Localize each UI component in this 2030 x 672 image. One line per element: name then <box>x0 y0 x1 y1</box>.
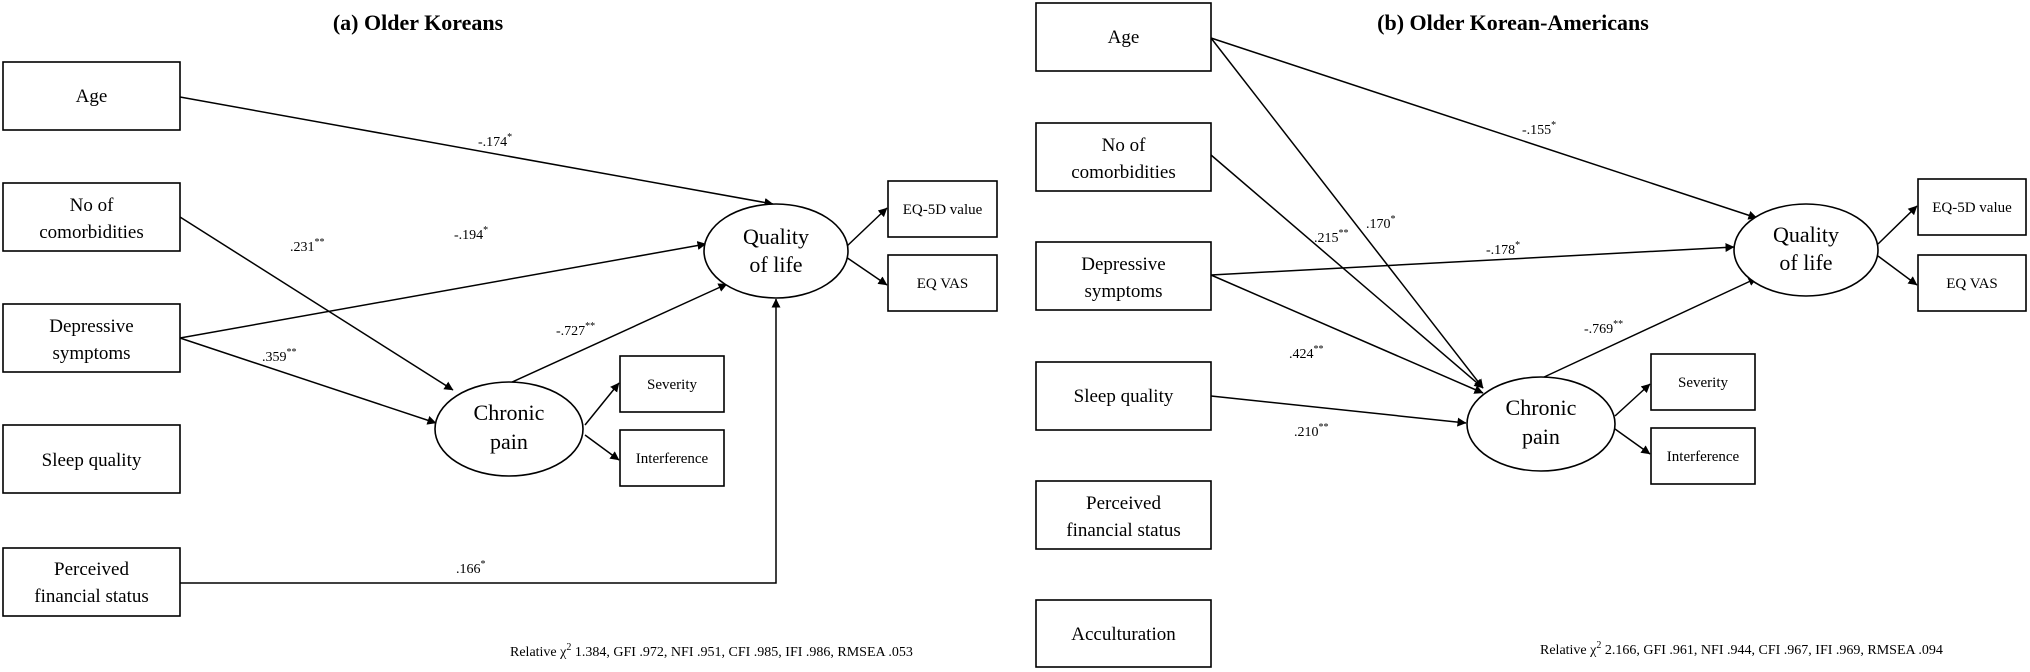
box-eq-vas: EQ VAS <box>1917 254 2027 312</box>
coef-pain-qol: -.769** <box>1584 319 1623 337</box>
path-qol-eqvas <box>845 256 888 286</box>
path-financial-qol <box>180 298 781 584</box>
svg-text:Chronic: Chronic <box>474 400 545 425</box>
coef-financial-qol: .166* <box>456 559 486 577</box>
svg-text:Chronic: Chronic <box>1506 395 1577 420</box>
svg-text:Age: Age <box>1108 27 1140 48</box>
path-age-qol <box>1210 37 1758 220</box>
svg-text:Acculturation: Acculturation <box>1071 624 1176 645</box>
svg-text:No of: No of <box>1102 135 1146 156</box>
coef-comorb-pain: .215** <box>1314 228 1349 246</box>
latent-quality-of-life: Quality of life <box>1733 203 1879 297</box>
svg-text:No of: No of <box>70 195 114 216</box>
svg-text:of life: of life <box>1779 250 1832 275</box>
path-depress-qol <box>179 241 707 339</box>
coef-comorb-pain: .231** <box>290 237 325 255</box>
panel-b: (b) Older Korean-Americans Age No of com… <box>1035 2 2027 668</box>
box-severity: Severity <box>619 355 725 413</box>
path-age-qol <box>179 96 774 207</box>
box-age: Age <box>2 61 181 131</box>
latent-chronic-pain: Chronic pain <box>434 381 584 477</box>
box-severity: Severity <box>1650 353 1756 411</box>
path-sleep-pain <box>1210 395 1467 427</box>
svg-text:Perceived: Perceived <box>1086 493 1161 514</box>
box-depressive-symptoms: Depressive symptoms <box>2 303 181 373</box>
coef-age-qol: -.174* <box>478 132 512 150</box>
svg-text:EQ VAS: EQ VAS <box>1946 276 1998 292</box>
svg-text:comorbidities: comorbidities <box>39 222 143 243</box>
box-acculturation: Acculturation <box>1035 599 1212 668</box>
coef-depress-pain: .424** <box>1289 344 1324 362</box>
svg-text:financial status: financial status <box>34 586 149 607</box>
box-depressive-symptoms: Depressive symptoms <box>1035 241 1212 311</box>
panel-b-title: (b) Older Korean-Americans <box>1377 10 1649 35</box>
svg-text:Severity: Severity <box>1678 375 1728 391</box>
box-eq5d-value: EQ-5D value <box>1917 178 2027 236</box>
svg-text:of life: of life <box>749 252 802 277</box>
panel-a: (a) Older Koreans Age No of comorbiditie… <box>2 10 998 660</box>
coef-age-pain: .170* <box>1366 214 1396 232</box>
path-age-pain <box>1210 37 1484 389</box>
svg-text:Interference: Interference <box>636 451 709 467</box>
coef-sleep-pain: .210** <box>1294 422 1329 440</box>
svg-text:pain: pain <box>1522 424 1560 449</box>
svg-text:Perceived: Perceived <box>54 559 129 580</box>
path-qol-eq5d <box>1877 205 1918 245</box>
svg-text:Quality: Quality <box>743 224 809 249</box>
box-age: Age <box>1035 2 1212 72</box>
svg-text:comorbidities: comorbidities <box>1071 162 1175 183</box>
box-interference: Interference <box>619 429 725 487</box>
svg-text:Age: Age <box>76 86 108 107</box>
path-depress-pain <box>1210 274 1484 394</box>
path-pain-qol <box>1541 277 1758 379</box>
box-interference: Interference <box>1650 427 1756 485</box>
panel-a-title: (a) Older Koreans <box>333 10 504 35</box>
svg-text:Sleep quality: Sleep quality <box>42 450 142 471</box>
path-qol-eqvas <box>1877 255 1918 286</box>
box-financial-status: Perceived financial status <box>1035 480 1212 550</box>
box-sleep-quality: Sleep quality <box>1035 361 1212 431</box>
box-eq-vas: EQ VAS <box>887 254 998 312</box>
svg-text:Depressive: Depressive <box>49 316 133 337</box>
svg-text:symptoms: symptoms <box>52 343 130 364</box>
path-pain-severity <box>1614 383 1651 417</box>
box-financial-status: Perceived financial status <box>2 547 181 617</box>
path-pain-interference <box>584 434 620 461</box>
coef-age-qol: -.155* <box>1522 120 1556 138</box>
path-pain-severity <box>584 382 620 426</box>
svg-text:Depressive: Depressive <box>1081 254 1165 275</box>
box-sleep-quality: Sleep quality <box>2 424 181 494</box>
box-comorbidities: No of comorbidities <box>2 182 181 252</box>
path-qol-eq5d <box>845 207 888 248</box>
fit-indices-a: Relative χ2 1.384, GFI .972, NFI .951, C… <box>510 642 913 660</box>
path-pain-interference <box>1614 428 1651 455</box>
fit-indices-b: Relative χ2 2.166, GFI .961, NFI .944, C… <box>1540 640 1943 658</box>
box-eq5d-value: EQ-5D value <box>887 180 998 238</box>
coef-depress-pain: .359** <box>262 347 297 365</box>
svg-text:Interference: Interference <box>1667 449 1740 465</box>
svg-text:Severity: Severity <box>647 377 697 393</box>
latent-quality-of-life: Quality of life <box>703 203 849 299</box>
path-pain-qol <box>509 283 728 384</box>
svg-text:Sleep quality: Sleep quality <box>1074 386 1174 407</box>
box-comorbidities: No of comorbidities <box>1035 122 1212 192</box>
svg-text:EQ VAS: EQ VAS <box>917 276 969 292</box>
svg-text:financial status: financial status <box>1066 520 1181 541</box>
svg-text:Quality: Quality <box>1773 222 1839 247</box>
svg-text:EQ-5D value: EQ-5D value <box>903 202 983 218</box>
svg-text:pain: pain <box>490 429 528 454</box>
coef-pain-qol: -.727** <box>556 321 595 339</box>
path-comorb-pain <box>1210 154 1484 389</box>
path-depress-qol <box>1210 242 1735 276</box>
path-comorb-pain <box>179 216 454 391</box>
coef-depress-qol: -.194* <box>454 225 488 243</box>
path-depress-pain <box>179 337 437 425</box>
latent-chronic-pain: Chronic pain <box>1466 376 1616 472</box>
svg-text:symptoms: symptoms <box>1084 281 1162 302</box>
coef-depress-qol: -.178* <box>1486 240 1520 258</box>
svg-text:EQ-5D value: EQ-5D value <box>1932 200 2012 216</box>
